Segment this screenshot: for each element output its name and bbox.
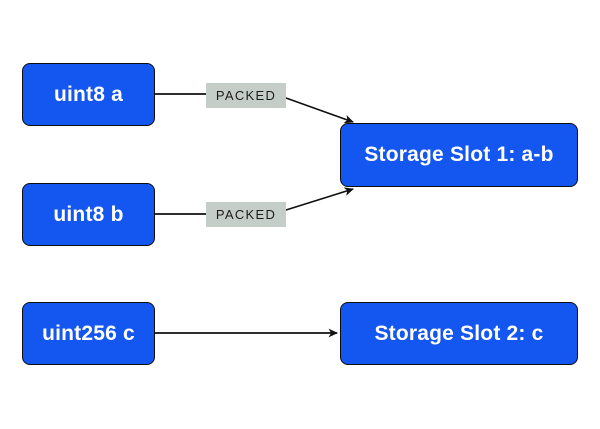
node-storage-slot-2: Storage Slot 2: c bbox=[340, 302, 578, 365]
node-uint8-b-label: uint8 b bbox=[53, 202, 124, 226]
node-uint256-c: uint256 c bbox=[22, 302, 155, 365]
arrow-packed-to-slot1-bottom bbox=[285, 187, 354, 211]
edge-label-packed-1-text: PACKED bbox=[215, 88, 277, 103]
node-storage-slot-2-label: Storage Slot 2: c bbox=[374, 321, 544, 345]
node-storage-slot-1-label: Storage Slot 1: a-b bbox=[364, 143, 554, 166]
edge-label-packed-2: PACKED bbox=[206, 202, 286, 227]
arrow-packed-to-slot1-top bbox=[285, 97, 354, 124]
node-uint8-b: uint8 b bbox=[22, 183, 155, 246]
node-uint8-a-label: uint8 a bbox=[53, 82, 124, 106]
edge-label-packed-2-text: PACKED bbox=[215, 207, 277, 222]
node-storage-slot-1: Storage Slot 1: a-b bbox=[340, 123, 578, 187]
node-uint8-a: uint8 a bbox=[22, 63, 155, 126]
edge-label-packed-1: PACKED bbox=[206, 83, 286, 108]
node-uint256-c-label: uint256 c bbox=[42, 321, 135, 345]
